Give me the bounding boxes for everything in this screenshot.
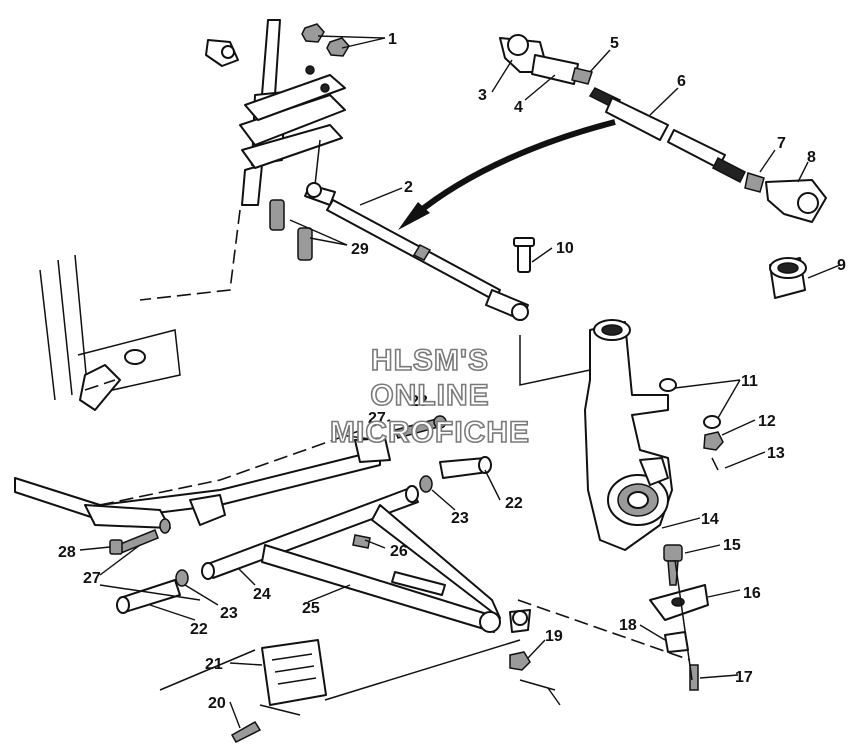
ball-joint-assembly	[649, 544, 709, 691]
assembly-lines	[99, 335, 693, 701]
steering-post-assembly	[205, 19, 346, 206]
callout-19: 19	[545, 628, 563, 645]
part-28-bolt-lower	[109, 518, 171, 555]
frame-rail	[14, 419, 391, 529]
part-20-bolt	[230, 720, 262, 743]
callout-9: 9	[837, 257, 846, 274]
callout-24: 24	[253, 586, 271, 603]
callout-28-upper: 28	[410, 393, 428, 410]
callout-7: 7	[777, 135, 786, 152]
callout-16: 16	[743, 585, 761, 602]
callout-4: 4	[514, 99, 523, 116]
callout-22-left: 22	[190, 621, 208, 638]
callout-10: 10	[556, 240, 574, 257]
watermark-line-2: ONLINE	[370, 379, 489, 412]
watermark-line-3: MICROFICHE	[330, 416, 530, 449]
watermark: HLSM'S ONLINE MICROFICHE	[329, 343, 530, 450]
callout-14: 14	[701, 511, 719, 528]
callout-28-lower: 28	[58, 544, 76, 561]
callout-17: 17	[735, 669, 753, 686]
callout-13-upper: 13	[767, 445, 785, 462]
callout-22-right: 22	[505, 495, 523, 512]
part-10-bolt	[513, 237, 535, 273]
part-2-tie-rod	[304, 182, 529, 321]
a-arm-assembly	[201, 485, 531, 633]
callout-11: 11	[741, 373, 758, 390]
callout-6: 6	[677, 73, 686, 90]
callout-1: 1	[388, 31, 397, 48]
watermark-line-1: HLSM'S	[371, 344, 489, 377]
callout-8: 8	[807, 149, 816, 166]
callout-3: 3	[478, 87, 487, 104]
callout-29: 29	[351, 241, 369, 258]
callout-20: 20	[208, 695, 226, 712]
leader-lines	[79, 35, 841, 729]
part-19-nut	[509, 651, 556, 691]
callout-21: 21	[205, 656, 223, 673]
part-14-spindle	[584, 319, 673, 551]
part-1-nuts	[301, 23, 350, 57]
part-22-sleeves	[116, 456, 492, 614]
callout-2: 2	[404, 179, 413, 196]
tie-rod-exploded	[499, 34, 827, 223]
callout-25: 25	[302, 600, 320, 617]
callout-26: 26	[390, 543, 408, 560]
callout-18: 18	[619, 617, 637, 634]
callout-numbers: 1 2 3 4 5 6 7 8 9 10 11 12 13 14 15 16 1…	[58, 31, 846, 712]
callout-12: 12	[758, 413, 776, 430]
part-21-skid-plate	[259, 639, 327, 716]
part-23-washers	[175, 475, 433, 587]
callout-23-right: 23	[451, 510, 469, 527]
frame-outline	[39, 209, 241, 411]
part-29-bolts	[269, 199, 313, 261]
part-26-grease-fitting	[352, 534, 371, 549]
callout-5: 5	[610, 35, 619, 52]
direction-arrow	[398, 119, 616, 230]
callout-15: 15	[723, 537, 741, 554]
part-9-bushing	[769, 257, 807, 299]
upper-bolt-27-28	[339, 415, 447, 441]
callout-23-left: 23	[220, 605, 238, 622]
spindle-hardware-11-12-13	[659, 378, 724, 471]
callout-27-lower: 27	[83, 570, 101, 587]
callout-27-upper: 27	[368, 410, 386, 427]
